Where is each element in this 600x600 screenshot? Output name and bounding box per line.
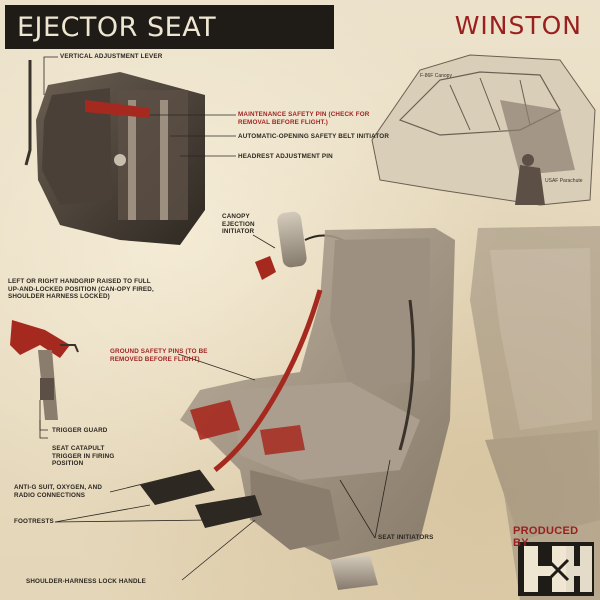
label-anti-g-suit: ANTI-G SUIT, OXYGEN, AND RADIO CONNECTIO… — [14, 484, 103, 499]
artist-name: WINSTON — [454, 11, 582, 40]
h-and-h-logo — [518, 542, 594, 596]
label-handgrip: LEFT OR RIGHT HANDGRIP RAISED TO FULL UP… — [8, 278, 154, 301]
label-canopy-ejection-initiator: CANOPY EJECTION INITIATOR — [222, 213, 255, 236]
label-catapult-trigger: SEAT CATAPULT TRIGGER IN FIRING POSITION — [52, 445, 115, 468]
label-ground-safety-pins: GROUND SAFETY PINS (TO BE REMOVED BEFORE… — [110, 348, 208, 363]
produced-by-text: PRODUCED BY — [513, 525, 579, 549]
handgrip-detail — [10, 320, 79, 420]
label-safety-belt-initiator: AUTOMATIC-OPENING SAFETY BELT INITIATOR — [238, 133, 390, 140]
caption-canopy: F-86F Canopy — [420, 73, 452, 79]
label-footrests: FOOTRESTS — [14, 518, 54, 525]
album-title: EJECTOR SEAT — [17, 12, 217, 43]
headrest-mechanism — [24, 60, 205, 245]
leader-lines — [39, 56, 391, 581]
caption-parachute: USAF Parachute — [545, 178, 583, 184]
label-maintenance-safety-pin: MAINTENANCE SAFETY PIN (CHECK FOR REMOVA… — [238, 111, 370, 126]
label-vertical-adjustment-lever: VERTICAL ADJUSTMENT LEVER — [60, 53, 163, 60]
title-banner: EJECTOR SEAT — [5, 5, 334, 49]
main-ejector-seat — [140, 228, 455, 590]
cockpit-inset — [371, 54, 596, 206]
canopy-initiator — [255, 211, 358, 280]
label-trigger-guard: TRIGGER GUARD — [52, 427, 108, 434]
label-seat-initiators: SEAT INITIATORS — [378, 534, 434, 541]
label-harness-lock-handle: SHOULDER-HARNESS LOCK HANDLE — [26, 578, 146, 585]
label-headrest-adjustment-pin: HEADREST ADJUSTMENT PIN — [238, 153, 333, 160]
ghost-seat — [470, 226, 600, 600]
